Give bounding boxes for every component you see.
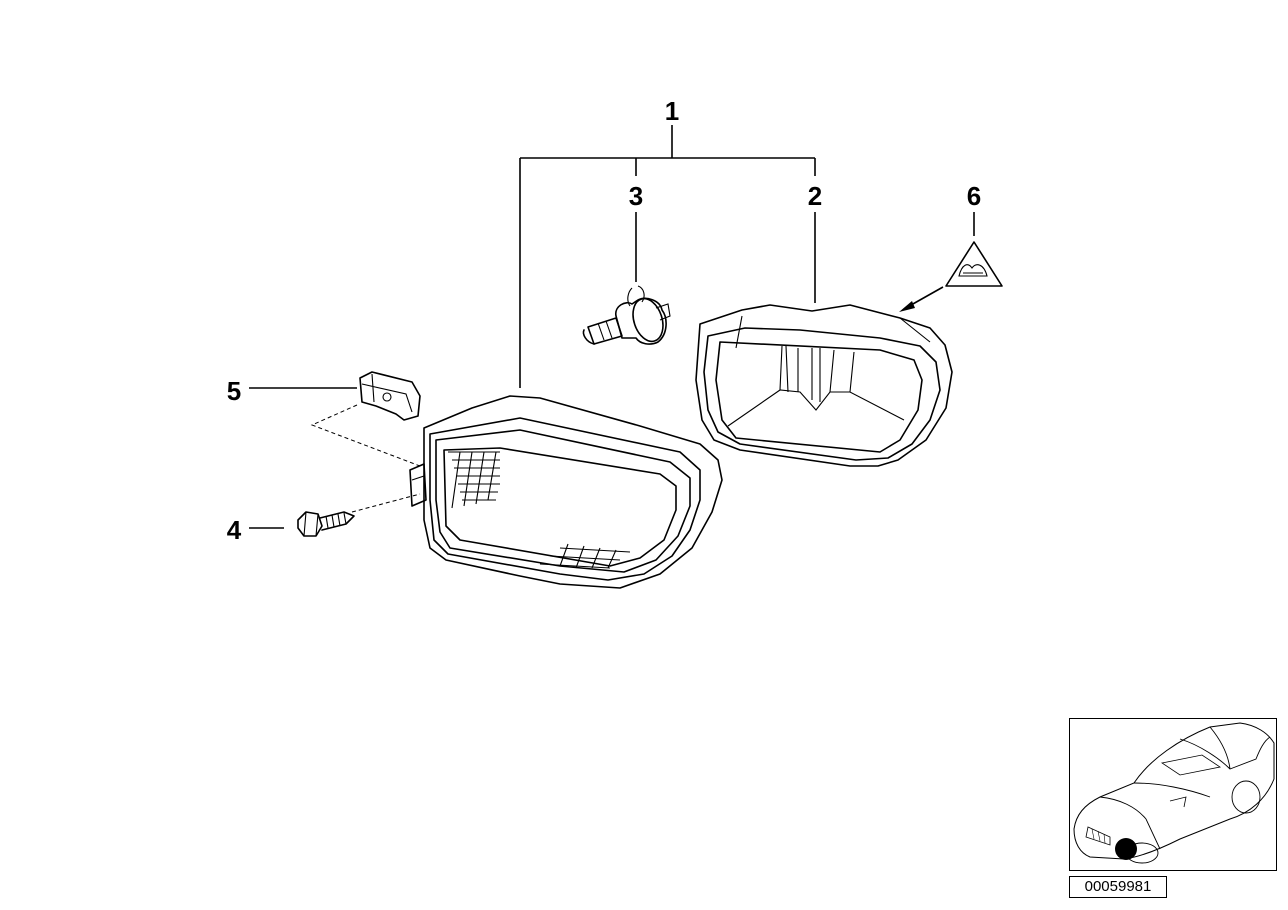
- fog-light-housing-icon[interactable]: [695, 304, 953, 467]
- car-location-thumbnail: [1069, 718, 1277, 871]
- callout-3[interactable]: 3: [629, 181, 643, 211]
- fog-light-location-marker: [1115, 838, 1137, 860]
- callout-1[interactable]: 1: [665, 96, 679, 126]
- clip-nut-icon[interactable]: [359, 371, 421, 421]
- callout-2[interactable]: 2: [808, 181, 822, 211]
- screw-icon[interactable]: [297, 511, 355, 537]
- diagram-number-label: 00059981: [1069, 876, 1167, 898]
- callout-4[interactable]: 4: [227, 515, 242, 545]
- arrow-6-head-icon: [899, 301, 915, 312]
- warning-triangle-symbol-icon[interactable]: [945, 241, 1003, 287]
- clip-assembly-line: [310, 404, 421, 467]
- bulb-icon[interactable]: [582, 285, 671, 345]
- callout-5[interactable]: 5: [227, 376, 241, 406]
- car-outline-icon: [1073, 722, 1275, 864]
- assembly-bracket: [519, 125, 816, 388]
- screw-assembly-line: [351, 493, 421, 513]
- fog-light-lens-icon[interactable]: [409, 395, 723, 589]
- callout-6[interactable]: 6: [967, 181, 981, 211]
